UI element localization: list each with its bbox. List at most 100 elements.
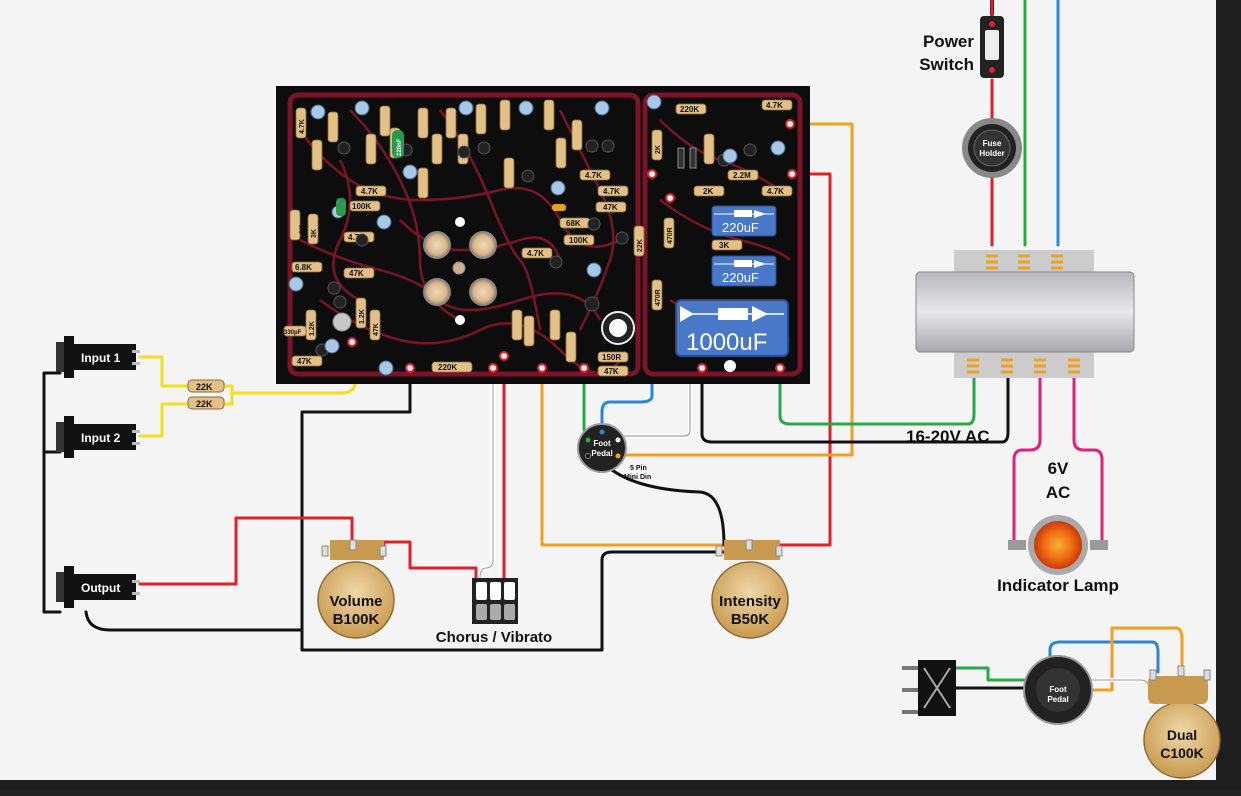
- dual-pot[interactable]: Dual C100K: [1143, 665, 1221, 779]
- resistor-label: 22K: [637, 239, 644, 252]
- chorus-vibrato-label: Chorus / Vibrato: [436, 629, 552, 646]
- indicator-lamp-label: Indicator Lamp: [997, 576, 1119, 595]
- resistor-label: 47K: [373, 323, 380, 336]
- pcb-transistors: [315, 139, 757, 357]
- resistor-label: 100K: [569, 236, 588, 245]
- input-resistors: 22K 22K: [187, 379, 225, 410]
- pedal-jack-block: [902, 660, 956, 716]
- power-switch-label-2: Switch: [919, 55, 974, 74]
- input1-jack[interactable]: Input 1: [56, 336, 140, 378]
- pcb: 4.7K 100K 4.7K 6.8K 47K 47K 220K 4.7K 10…: [276, 86, 810, 384]
- ac-voltage-label: 16-20V AC: [906, 427, 989, 446]
- cap-220uf-a: 220uF: [711, 205, 777, 237]
- fuse-holder: Fuse Holder: [962, 118, 1022, 178]
- wire-dual-green: [954, 666, 1042, 682]
- pcb-mounting-hole: [455, 217, 465, 227]
- power-switch-label: Power: [923, 32, 974, 51]
- resistor-label: 2.2M: [733, 171, 751, 180]
- din-label-2: Mini Din: [624, 474, 651, 481]
- cap-220uf-b: 220uF: [711, 255, 777, 287]
- wire-din-orange: [620, 122, 854, 457]
- dual-pot-label: Dual: [1167, 727, 1197, 743]
- resistor-label: 4.7K: [766, 101, 783, 110]
- resistor-label: 150R: [602, 353, 621, 362]
- pcb-diode: [677, 147, 685, 169]
- resistor-label: 47K: [603, 203, 618, 212]
- resistor-label: 22K: [196, 399, 213, 409]
- volume-pot[interactable]: Volume B100K: [317, 539, 395, 639]
- capacitor-label: 1000uF: [686, 329, 767, 356]
- resistor-label: 47K: [297, 357, 312, 366]
- pcb-small-caps: [288, 94, 786, 376]
- cap-1000uf: 1000uF: [675, 299, 789, 357]
- pcb-diode: [689, 147, 697, 169]
- resistor-label: 47K: [349, 269, 364, 278]
- foot-pedal-label-2: Pedal: [1047, 695, 1068, 704]
- intensity-pot[interactable]: Intensity B50K: [711, 539, 789, 639]
- wire-input-junction-yellow-b: [220, 391, 234, 406]
- wire-intensity-orange: [540, 370, 732, 547]
- resistor-label: 2K: [703, 187, 713, 196]
- resistor-label: 4.7K: [585, 171, 602, 180]
- fuse-holder-label-2: Holder: [979, 149, 1004, 158]
- pcb-resistor-labels: 4.7K 100K 4.7K 6.8K 47K 47K 220K 4.7K 10…: [284, 101, 784, 376]
- pcb-film-capacitor: [392, 130, 404, 158]
- intensity-label: Intensity: [719, 593, 781, 610]
- wire-ground-output: [84, 610, 304, 632]
- pcb-trimmer-center: [609, 319, 627, 337]
- wire-input1-yellow: [138, 355, 192, 388]
- transformer: [915, 250, 1135, 378]
- capacitor-label: 220uF: [722, 220, 759, 235]
- volume-value: B100K: [333, 611, 380, 628]
- pcb-resistors: [283, 99, 793, 377]
- wire-din-white-edge: [623, 197, 691, 437]
- chorus-vibrato-switch[interactable]: Chorus / Vibrato: [436, 578, 552, 646]
- capacitor-label: 220nF: [397, 138, 403, 156]
- pcb-pads: [347, 119, 797, 373]
- resistor-label: 22K: [196, 382, 213, 392]
- pcb-vertical-resistor-labels: 1K 3K 4.7K 2K 22K 470R 470R 47K 1.2K 1.2…: [299, 119, 674, 336]
- foot-pedal-din-2[interactable]: Foot Pedal: [1023, 655, 1093, 725]
- lamp-voltage-label: 6V: [1048, 459, 1069, 478]
- foot-pedal-din[interactable]: Foot Pedal 5 Pin Mini Din: [577, 423, 651, 481]
- resistor-label: 4.7K: [767, 187, 784, 196]
- volume-label: Volume: [329, 593, 382, 610]
- wire-dual-blue: [1048, 640, 1160, 674]
- wire-dual-orange: [1078, 626, 1184, 692]
- pcb-small-cap-orange: [552, 204, 566, 211]
- din-label: 5 Pin: [630, 465, 647, 472]
- wire-ac-green: [778, 370, 976, 426]
- output-jack[interactable]: Output: [56, 566, 140, 608]
- wire-lamp-magenta-b: [1072, 374, 1104, 546]
- wire-switch-white-edge: [479, 371, 494, 579]
- output-label: Output: [81, 581, 120, 595]
- wire-intensity-red: [778, 172, 832, 547]
- pcb-transistor-large: [584, 296, 600, 312]
- input2-jack[interactable]: Input 2: [56, 416, 140, 458]
- input2-label: Input 2: [81, 431, 121, 445]
- resistor-label: 2K: [655, 145, 662, 154]
- pcb-trace-outline-right: [642, 92, 803, 377]
- wire-input2-yellow: [138, 402, 192, 438]
- indicator-lamp: 6V AC Indicator Lamp: [997, 459, 1119, 595]
- resistor-label: 47K: [604, 367, 619, 376]
- dual-pot-value: C100K: [1160, 745, 1204, 761]
- resistor-label: 3K: [311, 229, 318, 238]
- pcb-film-capacitor-small: [336, 198, 346, 216]
- resistor-label: 68K: [566, 219, 581, 228]
- foot-pedal-label-2: Pedal: [591, 449, 612, 458]
- power-switch[interactable]: Power Switch: [919, 16, 1004, 78]
- wire-din-blue: [600, 176, 654, 432]
- wire-ac-black: [700, 370, 1010, 444]
- lamp-voltage-label-2: AC: [1046, 483, 1071, 502]
- resistor-label: 470R: [667, 227, 674, 244]
- capacitor-label: 220uF: [722, 270, 759, 285]
- resistor-label: 6.8K: [295, 263, 312, 272]
- resistor-label: 1K: [299, 225, 306, 234]
- resistor-label: 4.7K: [527, 249, 544, 258]
- pcb-lamp-bulb: [452, 261, 466, 275]
- resistor-label: 220K: [680, 105, 699, 114]
- resistor-label: 220K: [438, 363, 457, 372]
- resistor-label: 4.7K: [299, 119, 306, 134]
